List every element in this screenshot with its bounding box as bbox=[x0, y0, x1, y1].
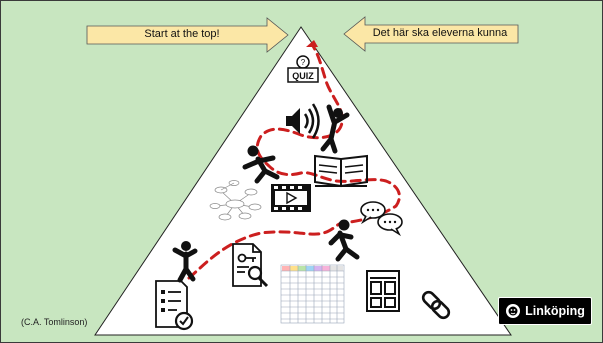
learning-path bbox=[187, 44, 401, 280]
start-arrow bbox=[86, 17, 289, 53]
checklist-icon bbox=[155, 280, 194, 331]
book-icon bbox=[314, 154, 368, 188]
key-document-icon bbox=[232, 243, 269, 288]
logo-text: Linköping bbox=[525, 304, 585, 318]
celebrating-figure-icon bbox=[320, 104, 350, 154]
jumping-figure-icon bbox=[328, 219, 360, 262]
layout-icon bbox=[366, 270, 400, 312]
goal-arrow bbox=[343, 16, 519, 52]
link-icon bbox=[421, 290, 451, 320]
table-grid-icon bbox=[280, 264, 345, 324]
mind-map-icon bbox=[209, 180, 262, 221]
speaker-icon bbox=[286, 103, 320, 139]
path-arrowhead bbox=[306, 40, 318, 47]
credit-text: (C.A. Tomlinson) bbox=[21, 317, 88, 327]
running-figure-icon bbox=[242, 145, 280, 184]
start-arrow-label: Start at the top! bbox=[144, 28, 220, 40]
walking-figure-icon bbox=[172, 241, 198, 283]
quiz-icon: ? QUIZ bbox=[287, 55, 319, 83]
chat-bubbles-icon bbox=[360, 201, 403, 237]
svg-text:QUIZ: QUIZ bbox=[292, 71, 314, 81]
svg-text:?: ? bbox=[301, 58, 306, 67]
lion-emblem-icon bbox=[506, 304, 521, 318]
linkoping-logo[interactable]: Linköping bbox=[498, 297, 592, 325]
pyramid bbox=[94, 26, 512, 336]
video-icon bbox=[271, 184, 311, 212]
goal-arrow-label: Det här ska eleverna kunna bbox=[372, 27, 508, 39]
